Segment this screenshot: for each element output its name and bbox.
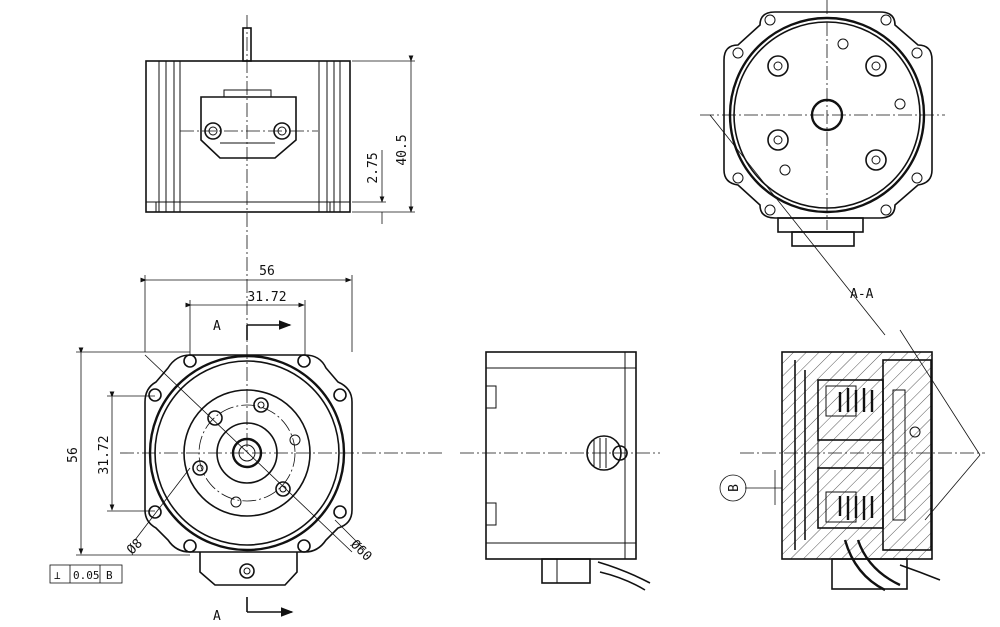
side-view	[460, 351, 660, 591]
dim-width-inner: 31.72	[247, 290, 286, 305]
dim-height-outer: 56	[66, 447, 81, 463]
section-label: A-A	[850, 287, 874, 302]
rear-view: A-A	[700, 0, 945, 336]
dia-body-label: Ø60	[347, 537, 374, 564]
datum-b-label: B	[727, 484, 742, 492]
dim-width-outer: 56	[259, 264, 275, 279]
tolerance-datum: B	[106, 569, 113, 582]
tolerance-value: 0.05	[73, 569, 100, 582]
section-view: B	[719, 329, 985, 592]
tolerance-symbol: ⊥	[54, 569, 61, 582]
dim-height-label: 40.5	[395, 134, 410, 165]
dim-step-label: 2.75	[366, 152, 381, 183]
front-connector	[199, 552, 298, 586]
section-marker-bottom: A	[213, 609, 221, 624]
dim-height-inner: 31.72	[97, 435, 112, 474]
section-marker-top: A	[213, 319, 221, 334]
front-view: 56 31.72 56 31.72 Ø8 Ø60 A A	[66, 264, 445, 624]
top-connector	[200, 96, 297, 159]
top-view: 40.5 2.75	[145, 15, 415, 455]
dia-hole-label: Ø8	[124, 536, 146, 558]
tolerance-frame: ⊥ 0.05 B	[49, 564, 123, 584]
